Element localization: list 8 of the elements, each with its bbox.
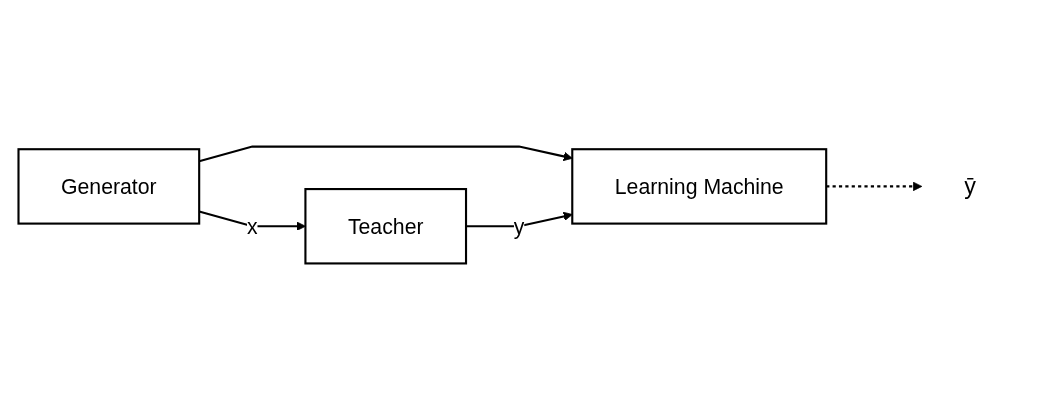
node-box: Learning Machine: [571, 148, 828, 225]
arrow: [826, 181, 923, 192]
node-text: ȳ: [964, 173, 976, 200]
node-box: Teacher: [304, 188, 468, 265]
edge-label: y: [513, 214, 525, 238]
node-box: Generator: [17, 148, 201, 225]
arrow: [466, 211, 573, 228]
edge-label: x: [246, 214, 258, 238]
